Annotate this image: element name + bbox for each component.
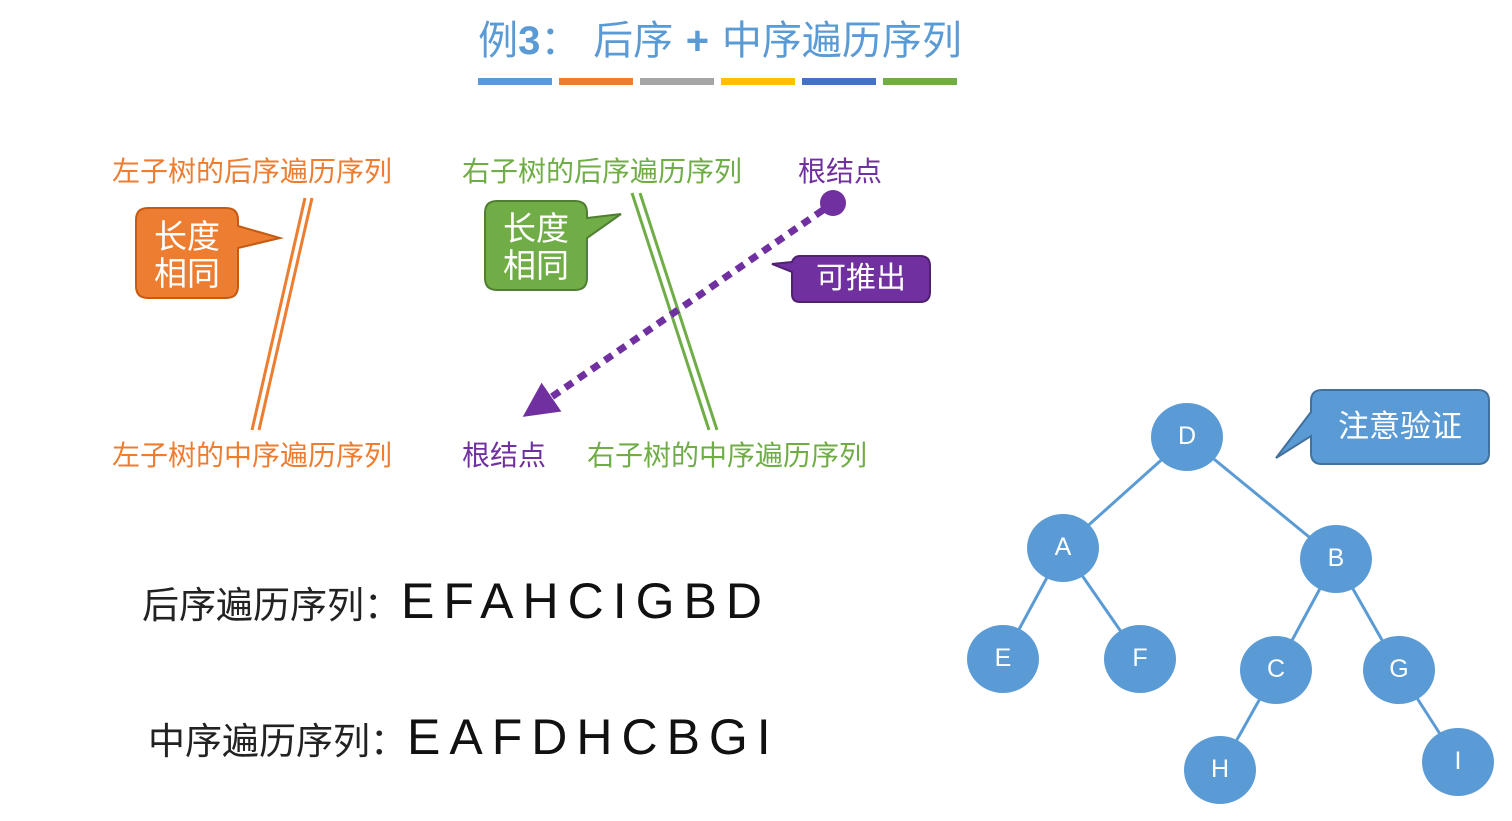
root-dot (820, 190, 846, 216)
callout-right-bubble (484, 200, 622, 291)
tree-node-label-G: G (1389, 655, 1409, 683)
left-length-line-1 (250, 197, 307, 431)
title-number: 3 (518, 19, 541, 63)
tree-node-label-D: D (1177, 422, 1197, 450)
tree-node-label-F: F (1132, 644, 1148, 672)
tree-node-label-I: I (1454, 747, 1462, 775)
tree-node-G (1363, 636, 1435, 704)
title-part-b: 中序遍历序列 (721, 18, 962, 64)
slide-title: 例3： 后序 + 中序遍历序列 (0, 8, 1440, 66)
callout-right-text: 长度 相同 (485, 210, 587, 284)
tree-node-H (1184, 736, 1256, 804)
title-bar-1 (478, 78, 552, 85)
callout-left-bubble (135, 207, 284, 299)
tree-node-B (1300, 525, 1372, 593)
callout-left-line1: 长度 (154, 217, 220, 256)
callout-left-text: 长度 相同 (136, 218, 238, 292)
root-node-top-label: 根结点 (798, 155, 883, 188)
callout-verify-bubble (1275, 389, 1490, 465)
postorder-label: 后序遍历序列： (142, 584, 401, 627)
tree-node-label-H: H (1210, 755, 1230, 783)
tree-node-A (1027, 514, 1099, 582)
callout-right-line2: 相同 (503, 246, 569, 285)
tree-node-label-C: C (1266, 655, 1286, 683)
callout-derive-bubble (771, 255, 931, 303)
tree-node-F (1104, 625, 1176, 693)
tree-node-label-E: E (994, 644, 1012, 672)
title-part-a: 后序 (593, 18, 674, 64)
title-bar-6 (883, 78, 957, 85)
callout-verify-text: 注意验证 (1338, 409, 1462, 445)
inorder-values: EAFDHCBGI (407, 709, 780, 765)
callout-left-line2: 相同 (154, 254, 220, 293)
tree-node-I (1422, 728, 1494, 796)
title-plus: + (685, 19, 710, 63)
right-subtree-postorder-label: 右子树的后序遍历序列 (462, 155, 743, 188)
right-subtree-inorder-label: 右子树的中序遍历序列 (587, 439, 868, 472)
title-bar-2 (559, 78, 633, 85)
callout-derive-text: 可推出 (816, 261, 906, 296)
tree-node-E (967, 625, 1039, 693)
postorder-values: EFAHCIGBD (401, 573, 771, 629)
left-subtree-inorder-label: 左子树的中序遍历序列 (112, 439, 393, 472)
callout-right-line1: 长度 (503, 209, 569, 248)
title-bar-5 (802, 78, 876, 85)
inorder-label: 中序遍历序列： (148, 720, 407, 763)
left-subtree-postorder-label: 左子树的后序遍历序列 (112, 155, 393, 188)
tree-node-label-A: A (1054, 533, 1072, 561)
title-bar-3 (640, 78, 714, 85)
title-bar-4 (721, 78, 795, 85)
tree-node-C (1240, 636, 1312, 704)
tree-node-label-B: B (1327, 544, 1345, 572)
left-length-line-2 (257, 197, 314, 431)
tree-node-D (1151, 403, 1223, 471)
root-node-bottom-label: 根结点 (462, 439, 547, 472)
title-prefix: 例 (478, 18, 519, 64)
inorder-sequence: 中序遍历序列：EAFDHCBGI (148, 708, 780, 766)
title-separator: ： (540, 18, 581, 64)
postorder-sequence: 后序遍历序列：EFAHCIGBD (142, 572, 771, 630)
